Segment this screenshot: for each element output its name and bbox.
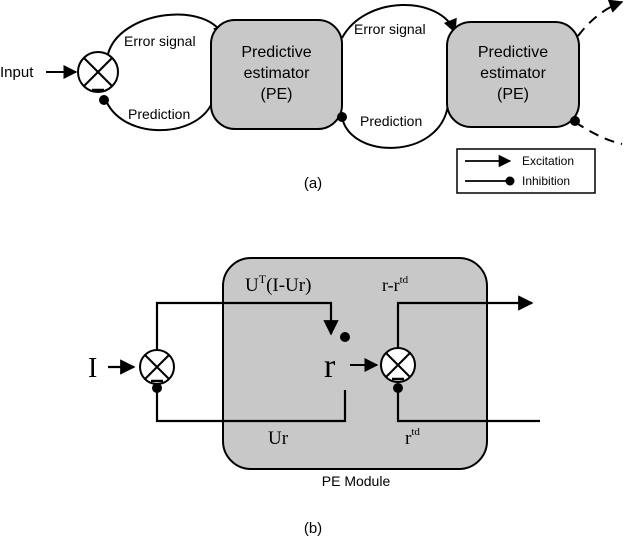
prediction-1-inhibition-dot [99,95,109,105]
legend-inhibition-dot [505,176,515,186]
bottom-left-label: Ur [268,428,289,449]
pe-2-line3: (PE) [497,86,529,103]
panel-a: Input Error signal Prediction Predictive… [0,0,624,194]
outgoing-dashed-arc-bottom [574,121,623,145]
top-feedforward-line [155,301,339,350]
right-comparator-inhibition-dot [393,383,403,393]
left-comparator-icon [139,349,175,385]
pe-2-inhibition-dot [570,116,580,126]
pe-1-line3: (PE) [261,86,293,103]
prediction-1-label: Prediction [128,106,190,122]
left-comparator-inhibition-dot [152,383,162,393]
input-label: Input [0,64,34,81]
bottom-feedback-line [155,390,347,423]
center-r-label: r [324,348,336,385]
panel-b: I UT(I-Ur) Ur r [88,257,540,537]
top-down-input-line [396,391,540,423]
pe-2-line2: estimator [480,65,546,82]
r-top-inhibition-dot [340,332,350,342]
pe-1-line1: Predictive [241,44,311,61]
pe-box-1 [210,19,343,130]
error-signal-1-label: Error signal [124,33,196,49]
input-i-label: I [88,353,97,384]
prediction-2-arc [341,104,449,149]
top-left-label: UT(I-Ur) [245,272,311,296]
output-error-line [396,295,534,348]
pe-box-2 [446,21,580,128]
error-signal-2-arc [341,4,457,39]
pe-2-line1: Predictive [478,44,548,61]
right-comparator-icon [380,347,416,383]
prediction-2-inhibition-dot [337,112,347,122]
legend-excitation-label: Excitation [522,154,574,168]
pe-module-label: PE Module [322,473,391,489]
pe-1-line2: estimator [244,65,310,82]
caption-b: (b) [304,520,322,537]
prediction-2-label: Prediction [360,113,422,129]
legend: Excitation Inhibition [456,148,596,194]
error-signal-2-label: Error signal [354,21,426,37]
bottom-right-label: rtd [405,426,420,449]
error-signal-1-arc [107,13,227,55]
outgoing-dashed-arc-top [577,0,624,37]
prediction-1-arc [104,97,213,132]
pe-module-box [222,257,488,470]
comparator-1-icon [77,51,119,93]
caption-a: (a) [304,175,322,192]
top-right-label: r-rtd [382,274,409,295]
legend-inhibition-label: Inhibition [522,174,570,188]
